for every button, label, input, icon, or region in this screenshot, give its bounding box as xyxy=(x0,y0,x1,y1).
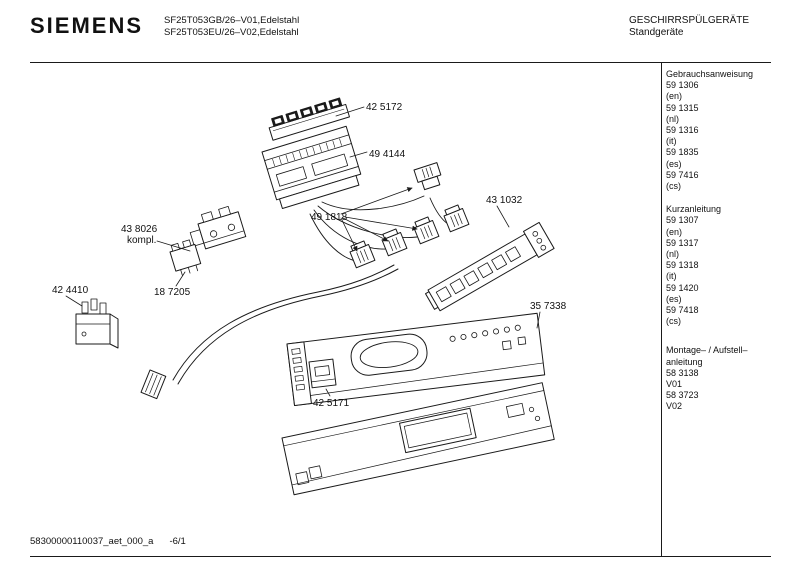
part-label-187205: 18 7205 xyxy=(154,287,191,298)
montageanleitung-section: Montage– / Aufstell– anleitung 58 3138 V… xyxy=(666,345,770,412)
footer-rule xyxy=(30,556,771,557)
gebrauchsanweisung-section: Gebrauchsanweisung 59 1306 (en) 59 1315 … xyxy=(666,69,770,192)
doc-language: (nl) xyxy=(666,113,679,124)
section-title: Kurzanleitung xyxy=(666,204,722,215)
arrow-491818-plug2 xyxy=(342,217,389,242)
doc-number: 58 3138 xyxy=(666,367,699,378)
doc-number: 59 1315 xyxy=(666,102,699,113)
harness-plug xyxy=(349,240,376,269)
part-label-438026: 43 8026 xyxy=(121,224,158,235)
footer: 58300000110037_aet_000_a -6/1 xyxy=(30,536,186,547)
doc-number: 59 1835 xyxy=(666,147,699,158)
relay-424410 xyxy=(75,298,119,349)
part-label-431032: 43 1032 xyxy=(486,195,523,206)
harness-cable xyxy=(172,264,399,385)
part-label-438026-kompl: kompl. xyxy=(127,235,156,246)
document-code: 58300000110037_aet_000_a xyxy=(30,536,154,547)
doc-number: 59 7418 xyxy=(666,305,699,316)
document-list-sidebar: Gebrauchsanweisung 59 1306 (en) 59 1315 … xyxy=(666,69,770,413)
arrow-491818-plug1 xyxy=(340,217,358,252)
doc-number: 59 1316 xyxy=(666,125,699,136)
leader-438026 xyxy=(156,240,191,252)
switch-187205 xyxy=(169,239,202,276)
control-module-494144 xyxy=(261,125,362,210)
connector-strip-425172 xyxy=(268,97,350,141)
bracket-425171 xyxy=(308,358,337,389)
section-title-cont: anleitung xyxy=(666,356,703,367)
harness-top-connector xyxy=(413,162,442,191)
harness-plug xyxy=(413,216,440,245)
doc-number: 59 1318 xyxy=(666,260,699,271)
doc-language: (es) xyxy=(666,158,682,169)
doc-language: (en) xyxy=(666,91,683,102)
part-label-494144: 49 4144 xyxy=(369,149,406,160)
doc-language: (en) xyxy=(666,226,683,237)
doc-language: (cs) xyxy=(666,181,681,192)
doc-language: (es) xyxy=(666,293,682,304)
section-title: Montage– / Aufstell– xyxy=(666,345,748,356)
appliance-category: GESCHIRRSPÜLGERÄTE Standgeräte xyxy=(629,15,749,39)
facia-panel xyxy=(281,382,555,496)
model-line-1: SF25T053GB/26–V01,Edelstahl xyxy=(164,15,300,26)
part-label-357338: 35 7338 xyxy=(530,301,567,312)
doc-language: (it) xyxy=(666,271,677,282)
harness-plug xyxy=(443,204,470,233)
model-line-2: SF25T053EU/26–V02,Edelstahl xyxy=(164,27,299,38)
sidebar-divider-rule xyxy=(661,62,662,556)
leader-425171 xyxy=(325,388,331,397)
doc-number: 59 7416 xyxy=(666,169,699,180)
header-rule xyxy=(30,62,771,63)
doc-number: 58 3723 xyxy=(666,390,699,401)
doc-language: (it) xyxy=(666,136,677,147)
doc-language: (cs) xyxy=(666,316,681,327)
doc-number: 59 1317 xyxy=(666,237,699,248)
control-panel-357338 xyxy=(286,312,546,407)
kurzanleitung-section: Kurzanleitung 59 1307 (en) 59 1317 (nl) … xyxy=(666,204,770,327)
part-label-425172: 42 5172 xyxy=(366,102,403,113)
panel-frame-431032 xyxy=(425,221,555,312)
part-label-491818: 49 1818 xyxy=(311,212,348,223)
leader-lines xyxy=(65,106,541,397)
part-label-424410: 42 4410 xyxy=(52,285,89,296)
switch-assembly-438026 xyxy=(189,206,247,250)
part-label-425171: 42 5171 xyxy=(313,398,350,409)
category-line-2: Standgeräte xyxy=(629,27,684,38)
leader-494144 xyxy=(349,151,368,158)
doc-number: 59 1306 xyxy=(666,80,699,91)
harness-plug xyxy=(381,228,408,257)
doc-language: (nl) xyxy=(666,249,679,260)
doc-version: V01 xyxy=(666,379,683,390)
leader-187205 xyxy=(175,271,186,287)
doc-number: 59 1307 xyxy=(666,215,699,226)
arrow-491818-connector xyxy=(340,187,413,215)
harness-end-connector xyxy=(140,369,167,400)
leader-431032 xyxy=(496,205,510,228)
category-line-1: GESCHIRRSPÜLGERÄTE xyxy=(629,15,750,26)
doc-number: 59 1420 xyxy=(666,282,699,293)
leader-424410 xyxy=(65,295,83,307)
leader-357338 xyxy=(536,311,541,329)
model-numbers: SF25T053GB/26–V01,Edelstahl SF25T053EU/2… xyxy=(164,15,299,39)
doc-version: V02 xyxy=(666,401,683,412)
page-number: -6/1 xyxy=(169,536,186,547)
siemens-logo: SIEMENS xyxy=(30,13,144,38)
section-title: Gebrauchsanweisung xyxy=(666,69,754,79)
arrow-491818-plug3 xyxy=(344,216,418,231)
leader-425172 xyxy=(335,106,365,117)
